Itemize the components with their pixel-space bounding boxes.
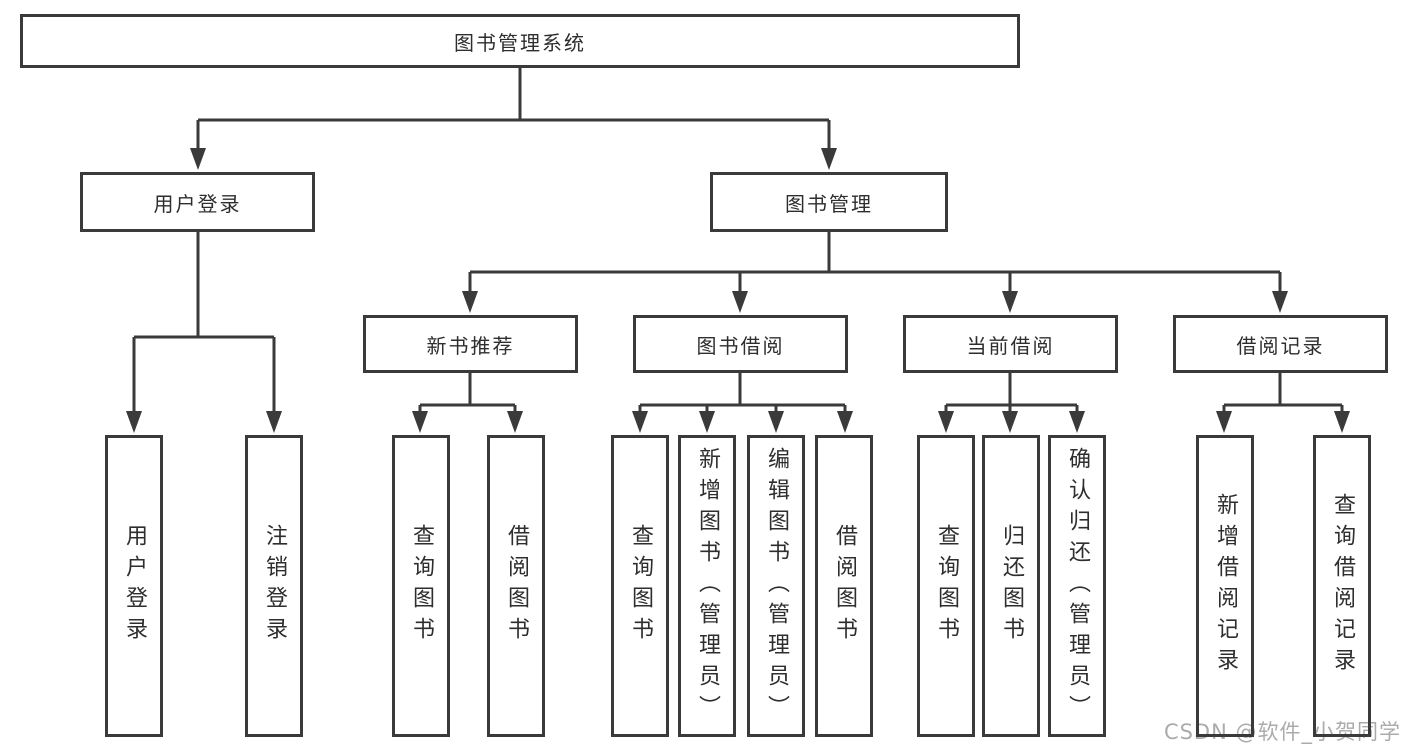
leaf-add-borrow-record: 新增借阅记录 xyxy=(1196,435,1254,737)
node-label: 编辑图书（管理员） xyxy=(764,446,789,726)
node-label: 归还图书 xyxy=(999,524,1024,648)
arrowhead xyxy=(837,411,853,433)
arrowhead xyxy=(632,411,648,433)
arrowhead xyxy=(768,411,784,433)
arrowhead xyxy=(412,411,428,433)
node-label: 借阅图书 xyxy=(832,524,857,648)
arrowhead xyxy=(1334,411,1350,433)
node-label: 确认归还（管理员） xyxy=(1065,446,1090,726)
leaf-add-book-admin: 新增图书（管理员） xyxy=(678,435,736,737)
node-book-management: 图书管理 xyxy=(710,172,948,232)
csdn-watermark: CSDN @软件_小贺同学 xyxy=(1163,720,1401,744)
leaf-query-borrow-record: 查询借阅记录 xyxy=(1313,435,1371,737)
arrowhead xyxy=(1002,291,1018,313)
node-label: 查询图书 xyxy=(409,524,434,648)
leaf-user-login: 用户登录 xyxy=(105,435,163,737)
arrowhead xyxy=(821,148,837,170)
arrowhead xyxy=(699,411,715,433)
node-current-borrow: 当前借阅 xyxy=(903,315,1118,373)
node-label: 新增借阅记录 xyxy=(1213,493,1238,679)
node-label: 借阅图书 xyxy=(504,524,529,648)
arrowhead xyxy=(1069,411,1085,433)
leaf-query-book-1: 查询图书 xyxy=(392,435,450,737)
arrowhead xyxy=(1002,411,1018,433)
leaf-query-book-2: 查询图书 xyxy=(611,435,669,737)
node-label: 注销登录 xyxy=(262,524,287,648)
node-new-book-recommend: 新书推荐 xyxy=(363,315,578,373)
leaf-query-book-3: 查询图书 xyxy=(917,435,975,737)
node-user-login: 用户登录 xyxy=(80,172,315,232)
leaf-borrow-book-1: 借阅图书 xyxy=(487,435,545,737)
arrowhead xyxy=(938,411,954,433)
connector-book-management-split xyxy=(468,232,1282,293)
arrowhead xyxy=(462,291,478,313)
connector-current-borrow-split xyxy=(944,373,1079,413)
node-label: 查询借阅记录 xyxy=(1330,493,1355,679)
node-label: 新增图书（管理员） xyxy=(695,446,720,726)
node-label: 图书借阅 xyxy=(696,333,785,358)
arrowhead xyxy=(732,291,748,313)
arrowhead xyxy=(126,411,142,433)
node-label: 图书管理系统 xyxy=(454,30,586,55)
node-label: 图书管理 xyxy=(785,191,873,216)
node-label: 用户登录 xyxy=(153,191,242,216)
connector-new-book-split xyxy=(418,373,517,413)
connector-borrow-record-split xyxy=(1222,373,1344,413)
node-label: 当前借阅 xyxy=(966,333,1055,358)
node-label: 用户登录 xyxy=(122,524,147,648)
connector-user-login-split xyxy=(132,232,276,413)
node-label: 查询图书 xyxy=(934,524,959,648)
arrowhead xyxy=(266,411,282,433)
arrowhead xyxy=(1216,411,1232,433)
node-borrow-records: 借阅记录 xyxy=(1173,315,1388,373)
arrowhead xyxy=(507,411,523,433)
connector-book-borrow-split xyxy=(638,373,847,413)
node-root-system: 图书管理系统 xyxy=(20,14,1020,68)
node-label: 查询图书 xyxy=(628,524,653,648)
leaf-return-book: 归还图书 xyxy=(982,435,1040,737)
node-book-borrow: 图书借阅 xyxy=(633,315,848,373)
leaf-logout: 注销登录 xyxy=(245,435,303,737)
node-label: 借阅记录 xyxy=(1236,333,1325,358)
leaf-edit-book-admin: 编辑图书（管理员） xyxy=(747,435,805,737)
arrowhead xyxy=(1272,291,1288,313)
connector-root-split xyxy=(196,68,831,150)
node-label: 新书推荐 xyxy=(426,333,515,358)
leaf-confirm-return-admin: 确认归还（管理员） xyxy=(1048,435,1106,737)
leaf-borrow-book-2: 借阅图书 xyxy=(815,435,873,737)
arrowhead xyxy=(190,148,206,170)
